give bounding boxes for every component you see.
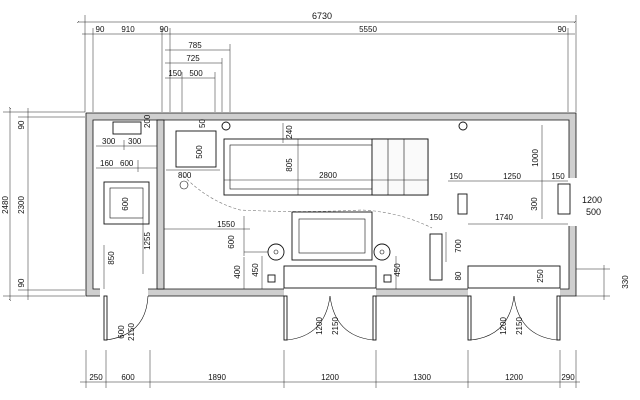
dim-300-b: 300 (128, 137, 142, 146)
dim-150-r3: 150 (429, 213, 443, 222)
pipe-marker-right (458, 121, 468, 131)
dim-250-r: 250 (536, 269, 545, 283)
dim-total-width: 6730 (312, 11, 332, 21)
dim-window-500: 500 (586, 207, 601, 217)
dim-450-right: 450 (393, 263, 402, 277)
socket-right (383, 274, 392, 283)
dim-top-910: 910 (121, 25, 135, 34)
sink-block (175, 130, 217, 168)
entrance-door-left: 1200 2150 (283, 295, 377, 341)
dim-150: 150 (168, 69, 182, 78)
dim-2800: 2800 (319, 171, 337, 180)
dim-left-2300: 2300 (17, 196, 26, 214)
dim-805: 805 (285, 158, 294, 172)
pipe-marker-top (221, 121, 231, 131)
dim-door1-2150: 2150 (331, 317, 340, 335)
dim-top-90-left: 90 (96, 25, 105, 34)
dim-850: 850 (107, 251, 116, 265)
dim-50: 50 (198, 119, 207, 128)
stool-right (373, 243, 391, 261)
bottom-dimensions: 250 600 1890 1200 1300 1200 290 (80, 350, 580, 388)
dim-left-2480: 2480 (1, 196, 10, 214)
dim-600-mid: 600 (227, 235, 236, 249)
dim-300-a: 300 (102, 137, 116, 146)
dim-left-90-top: 90 (17, 120, 26, 129)
dim-window-1200: 1200 (582, 195, 602, 205)
dim-1255: 1255 (143, 232, 152, 250)
dim-400: 400 (233, 265, 242, 279)
dim-160: 160 (100, 159, 114, 168)
dim-150-r1: 150 (449, 172, 463, 181)
dim-150-r2: 150 (551, 172, 565, 181)
dim-600-cabinet: 600 (121, 197, 130, 211)
dim-top-90-mid: 90 (160, 25, 169, 34)
dim-500: 500 (189, 69, 203, 78)
clearance-arc (179, 171, 433, 229)
dim-600-a: 600 (120, 159, 134, 168)
bed-headboard (371, 138, 429, 196)
dim-200: 200 (143, 114, 152, 128)
dim-800: 800 (178, 171, 192, 180)
heater-unit (457, 193, 468, 215)
dim-bottom-290: 290 (561, 373, 575, 382)
dim-1740: 1740 (495, 213, 513, 222)
left-dimensions: 2480 90 2300 90 (1, 106, 85, 302)
dim-2150-door-left: 2150 (127, 323, 136, 341)
dim-500-box: 500 (195, 145, 204, 159)
dim-725: 725 (186, 54, 200, 63)
dim-door2-1200: 1200 (499, 317, 508, 335)
sink-fixture (112, 121, 142, 135)
entrance-door-right: 1200 2150 (467, 295, 561, 341)
window-wall-unit (557, 183, 571, 215)
left-door-leaf (103, 295, 108, 341)
dim-700: 700 (454, 239, 463, 253)
bench-left (283, 265, 377, 289)
dim-bottom-250: 250 (89, 373, 103, 382)
main-room: 50 500 800 240 805 2800 1550 600 400 450 (164, 119, 630, 300)
dim-bottom-1200-b: 1200 (505, 373, 523, 382)
dim-80: 80 (454, 271, 463, 280)
dim-785: 785 (188, 41, 202, 50)
wardrobe (429, 233, 443, 281)
dim-bottom-1200-a: 1200 (321, 373, 339, 382)
dim-240: 240 (285, 125, 294, 139)
dim-bottom-1300: 1300 (413, 373, 431, 382)
dim-left-90-bottom: 90 (17, 278, 26, 287)
dim-top-90-right: 90 (558, 25, 567, 34)
dim-door1-1200: 1200 (315, 317, 324, 335)
bench-right (467, 265, 561, 289)
dim-door2-2150: 2150 (515, 317, 524, 335)
dim-450-left: 450 (251, 263, 260, 277)
left-room: 300 300 200 160 600 600 1255 850 600 215… (96, 114, 157, 341)
dim-300-r: 300 (530, 197, 539, 211)
dim-bottom-600: 600 (121, 373, 135, 382)
dim-1250: 1250 (503, 172, 521, 181)
dim-top-5550: 5550 (359, 25, 377, 34)
dim-1550: 1550 (217, 220, 235, 229)
socket-left (267, 274, 276, 283)
table (291, 211, 373, 261)
stool-left (267, 243, 285, 261)
dim-1000: 1000 (531, 149, 540, 167)
shower-cabinet (103, 181, 150, 225)
partition-wall (156, 119, 165, 290)
top-dimensions: 6730 90 910 90 5550 90 785 725 150 500 (76, 11, 577, 112)
dim-600-door: 600 (117, 325, 126, 339)
dim-bottom-1890: 1890 (208, 373, 226, 382)
dim-330: 330 (621, 275, 630, 289)
floor-drain (179, 180, 189, 190)
